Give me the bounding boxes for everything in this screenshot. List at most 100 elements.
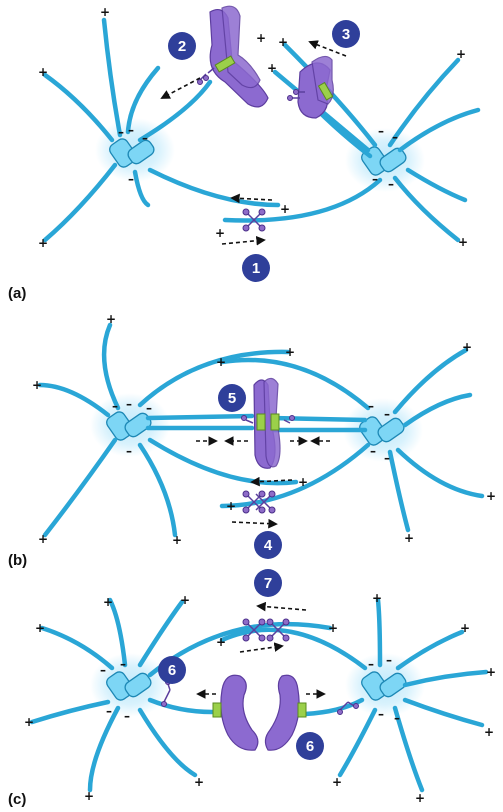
- panel-label-b: (b): [8, 552, 27, 569]
- svg-text:–: –: [128, 172, 134, 186]
- svg-text:+: +: [38, 236, 48, 250]
- centrosome-right: [345, 128, 425, 192]
- badge-2: 2: [168, 32, 196, 60]
- svg-text:6: 6: [306, 738, 314, 755]
- svg-text:+: +: [180, 593, 190, 607]
- panel-c: + + + + + + + + + + + + + + – – – – – – …: [8, 569, 496, 808]
- svg-text:–: –: [100, 663, 106, 677]
- svg-text:+: +: [372, 591, 382, 605]
- motors-6-right: [337, 701, 359, 715]
- svg-text:–: –: [112, 399, 118, 413]
- svg-text:6: 6: [168, 662, 176, 679]
- svg-text:+: +: [103, 595, 113, 609]
- chromosome-2: [197, 5, 269, 108]
- svg-text:–: –: [128, 123, 134, 137]
- panel-label-c: (c): [8, 791, 26, 808]
- svg-text:1: 1: [252, 260, 260, 277]
- svg-text:5: 5: [228, 390, 236, 407]
- badge-7: 7: [254, 569, 282, 597]
- bipolar-motor-4: [242, 490, 276, 514]
- svg-text:+: +: [256, 31, 266, 45]
- svg-text:+: +: [486, 489, 496, 503]
- svg-text:–: –: [372, 172, 378, 186]
- svg-text:–: –: [384, 407, 390, 421]
- svg-text:+: +: [332, 775, 342, 789]
- svg-text:+: +: [226, 499, 236, 513]
- svg-text:+: +: [458, 235, 468, 249]
- svg-text:–: –: [368, 399, 374, 413]
- arrows-c: [196, 601, 326, 699]
- svg-text:+: +: [38, 65, 48, 79]
- svg-text:–: –: [378, 124, 384, 138]
- svg-text:+: +: [280, 202, 290, 216]
- badge-5: 5: [218, 384, 246, 412]
- bipolar-motor-7: [242, 618, 290, 642]
- svg-text:+: +: [285, 345, 295, 359]
- svg-text:+: +: [404, 531, 414, 545]
- svg-text:2: 2: [178, 38, 186, 55]
- svg-text:–: –: [394, 711, 400, 725]
- polarity-marks-b: + + + + + + + + + + + – – – – – – – –: [32, 312, 496, 547]
- svg-text:+: +: [328, 621, 338, 635]
- svg-text:4: 4: [264, 537, 273, 554]
- microtubules-left-a: [42, 17, 281, 243]
- svg-text:–: –: [126, 397, 132, 411]
- svg-text:+: +: [172, 533, 182, 547]
- centrosome-right-b: [343, 398, 423, 462]
- badge-1: 1: [242, 254, 270, 282]
- svg-text:+: +: [486, 665, 496, 679]
- arrows-a: [160, 40, 347, 246]
- svg-text:+: +: [267, 61, 277, 75]
- svg-text:–: –: [106, 704, 112, 718]
- svg-text:–: –: [384, 451, 390, 465]
- svg-text:+: +: [415, 791, 425, 805]
- svg-text:3: 3: [342, 26, 350, 43]
- svg-text:–: –: [126, 444, 132, 458]
- panel-a: + + + + + + + + + + – – – – – – – –: [8, 5, 481, 302]
- svg-text:–: –: [142, 131, 148, 145]
- svg-text:–: –: [118, 125, 124, 139]
- svg-text:+: +: [106, 312, 116, 326]
- polarity-marks-a: + + + + + + + + + + – – – – – – – –: [38, 5, 468, 250]
- svg-text:–: –: [370, 444, 376, 458]
- svg-text:–: –: [146, 401, 152, 415]
- chromatid-left: [212, 674, 259, 751]
- svg-text:–: –: [388, 177, 394, 191]
- svg-text:+: +: [216, 355, 226, 369]
- chromatid-right: [264, 674, 307, 751]
- svg-text:+: +: [35, 621, 45, 635]
- panel-b: + + + + + + + + + + + – – – – – – – –: [8, 312, 496, 569]
- svg-text:+: +: [38, 532, 48, 546]
- svg-text:+: +: [456, 47, 466, 61]
- arrows-b: [196, 436, 330, 529]
- polarity-marks-c: + + + + + + + + + + + + + + – – – – – – …: [24, 591, 496, 805]
- svg-text:+: +: [24, 715, 34, 729]
- bipolar-motor-1: [242, 208, 266, 232]
- badge-6-left: 6: [158, 656, 186, 684]
- svg-text:–: –: [120, 657, 126, 671]
- svg-text:–: –: [368, 657, 374, 671]
- panel-label-a: (a): [8, 285, 26, 302]
- chromosome-5: [241, 377, 295, 469]
- badge-4: 4: [254, 531, 282, 559]
- svg-text:7: 7: [264, 575, 272, 592]
- chromosome-3: [287, 55, 334, 119]
- svg-text:+: +: [462, 340, 472, 354]
- badge-3: 3: [332, 20, 360, 48]
- svg-text:–: –: [386, 653, 392, 667]
- svg-text:+: +: [460, 621, 470, 635]
- svg-text:+: +: [194, 775, 204, 789]
- badge-6-right: 6: [296, 732, 324, 760]
- svg-text:–: –: [124, 709, 130, 723]
- svg-text:+: +: [215, 226, 225, 240]
- svg-text:–: –: [392, 130, 398, 144]
- svg-text:+: +: [278, 35, 288, 49]
- svg-text:+: +: [100, 5, 110, 19]
- microtubules-b: [37, 322, 485, 538]
- svg-text:+: +: [216, 635, 226, 649]
- svg-text:+: +: [84, 789, 94, 803]
- svg-text:+: +: [32, 378, 42, 392]
- svg-text:+: +: [484, 725, 494, 739]
- svg-text:+: +: [298, 475, 308, 489]
